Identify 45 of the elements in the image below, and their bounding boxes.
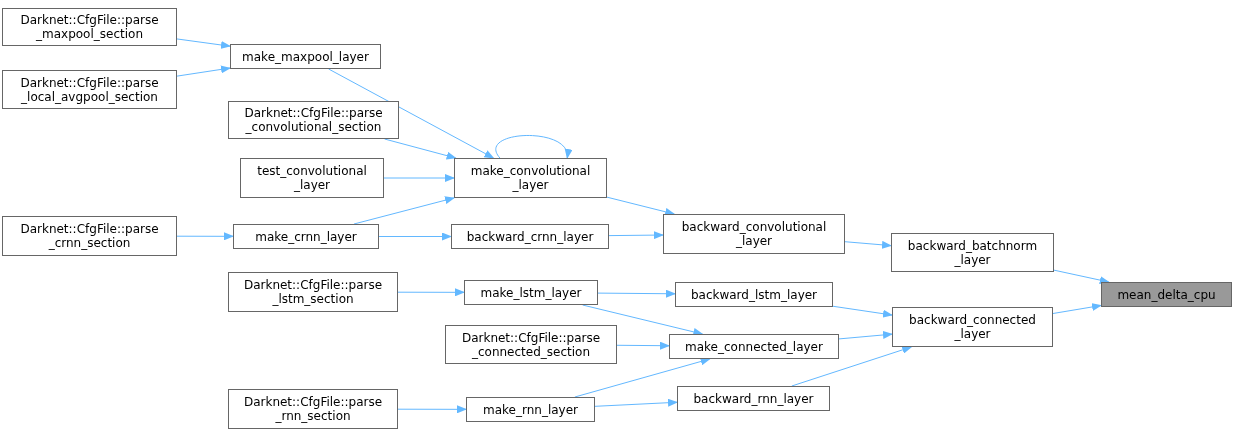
arrow bbox=[616, 341, 670, 350]
function-box: make_lstm_layer bbox=[464, 280, 598, 305]
arrow bbox=[176, 65, 231, 77]
function-box: Darknet::CfgFile::parse _lstm_section bbox=[228, 272, 398, 312]
function-box: Darknet::CfgFile::parse _local_avgpool_section bbox=[2, 70, 177, 109]
arrow bbox=[383, 174, 455, 182]
function-box: Darknet::CfgFile::parse _convolutional_section bbox=[228, 101, 399, 139]
arrow bbox=[176, 232, 234, 241]
function-box: backward_crnn_layer bbox=[451, 224, 609, 249]
function-box: Darknet::CfgFile::parse _crnn_section bbox=[2, 216, 177, 256]
function-box: Darknet::CfgFile::parse _rnn_section bbox=[228, 389, 398, 429]
function-box: backward_rnn_layer bbox=[677, 386, 830, 411]
function-box: backward_lstm_layer bbox=[675, 282, 833, 307]
arrow bbox=[176, 38, 231, 49]
arrow bbox=[608, 231, 664, 240]
function-box: backward_connected _layer bbox=[892, 307, 1053, 347]
arrow bbox=[1052, 303, 1102, 314]
arrow bbox=[397, 288, 465, 297]
arrow bbox=[594, 398, 678, 407]
highlighted-function-box: mean_delta_cpu bbox=[1101, 282, 1232, 307]
function-box: backward_batchnorm _layer bbox=[891, 233, 1054, 272]
arrow bbox=[1053, 269, 1110, 284]
function-box: make_rnn_layer bbox=[466, 397, 595, 422]
arrow bbox=[832, 305, 893, 318]
arrow bbox=[495, 135, 571, 159]
arrow bbox=[844, 240, 892, 249]
arrow bbox=[328, 68, 495, 159]
arrow bbox=[574, 357, 711, 398]
arrow bbox=[384, 138, 457, 160]
function-box: make_crnn_layer bbox=[233, 224, 379, 249]
arrow bbox=[397, 405, 467, 414]
arrow bbox=[582, 304, 704, 336]
function-box: Darknet::CfgFile::parse _maxpool_section bbox=[2, 8, 177, 46]
arrow bbox=[378, 232, 452, 241]
arrow bbox=[597, 289, 676, 298]
function-box: make_maxpool_layer bbox=[230, 44, 381, 69]
arrow bbox=[606, 196, 676, 216]
function-box: Darknet::CfgFile::parse _connected_section bbox=[445, 325, 617, 364]
arrow bbox=[838, 331, 893, 340]
function-box: backward_convolutional _layer bbox=[663, 214, 845, 254]
arrow bbox=[353, 196, 455, 225]
function-box: test_convolutional _layer bbox=[240, 158, 384, 198]
arrow bbox=[791, 346, 913, 387]
function-box: make_connected_layer bbox=[669, 334, 839, 359]
function-box: make_convolutional _layer bbox=[454, 158, 607, 198]
